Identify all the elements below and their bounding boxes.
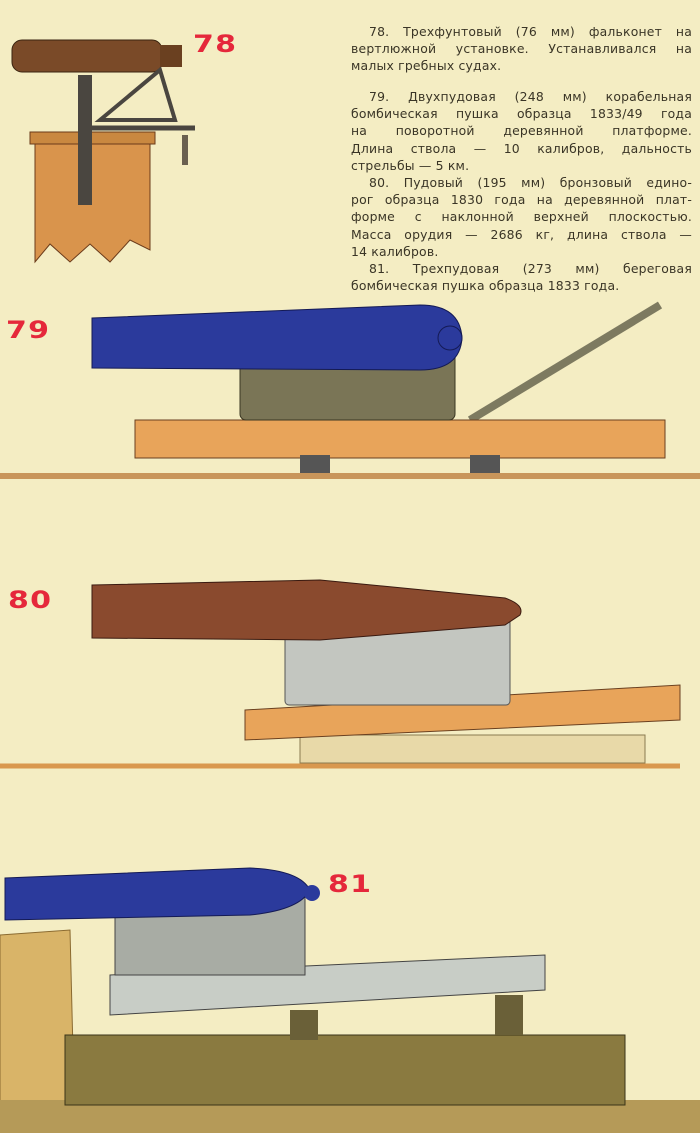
caption-line: рог образца 1830 года на деревянной плат… xyxy=(351,192,692,208)
caption-line: 81. Трехпудовая (273 мм) береговая xyxy=(369,261,692,276)
caption-line: 80. Пудовый (195 мм) бронзовый едино- xyxy=(369,175,692,190)
caption-line: 79. Двухпудовая (248 мм) корабельная xyxy=(369,89,692,104)
caption-line: малых гребных судах. xyxy=(351,58,502,74)
caption-80: 80. Пудовый (195 мм) бронзовый едино- ро… xyxy=(351,174,692,260)
caption-line: 14 калибров. xyxy=(351,243,439,259)
caption-line: вертлюжной установке. Устанавливался на xyxy=(351,41,692,57)
caption-line: бомбическая пушка образца 1833 года. xyxy=(351,278,620,294)
caption-line: Длина ствола — 10 калибров, дальность xyxy=(351,140,692,156)
cannon-80-illustration xyxy=(0,579,681,769)
caption-78: 78. Трехфунтовый (76 мм) фальконет на ве… xyxy=(351,23,692,75)
caption-81: 81. Трехпудовая (273 мм) береговая бомби… xyxy=(351,260,692,294)
caption-line: Масса орудия — 2686 кг, длина ствола — xyxy=(351,226,692,242)
caption-79: 79. Двухпудовая (248 мм) корабельная бом… xyxy=(351,88,692,174)
figure-number-78: 78 xyxy=(193,30,238,58)
figure-number-81: 81 xyxy=(328,870,373,898)
cannon-81-illustration xyxy=(0,867,700,1133)
figure-number-80: 80 xyxy=(8,586,53,614)
caption-line: форме с наклонной верхней плоскостью. xyxy=(351,209,692,225)
caption-line: бомбическая пушка образца 1833/49 года xyxy=(351,106,692,122)
cannon-79-illustration xyxy=(0,301,700,479)
caption-line: на поворотной деревянной платформе. xyxy=(351,123,692,139)
caption-line: стрельбы — 5 км. xyxy=(351,157,470,173)
falconet-78-illustration xyxy=(11,39,195,264)
figure-number-79: 79 xyxy=(6,316,51,344)
caption-line: 78. Трехфунтовый (76 мм) фальконет на xyxy=(369,24,692,39)
